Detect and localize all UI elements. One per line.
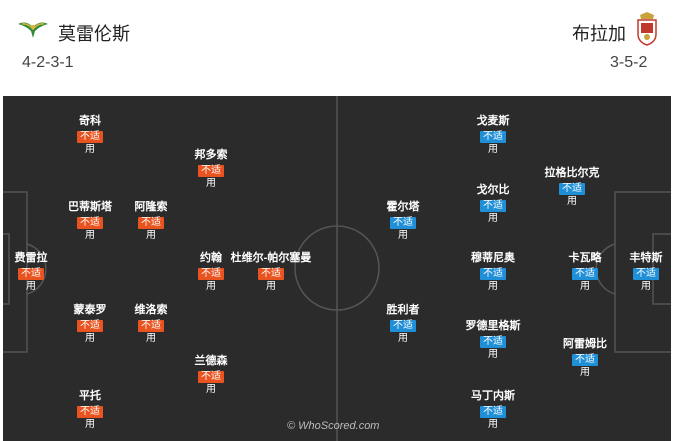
player-away-9[interactable]: 罗德里格斯 不适 用	[443, 321, 543, 360]
player-away-8[interactable]: 胜利者 不适 用	[353, 305, 453, 344]
unavailable-badge: 不适	[198, 371, 224, 383]
player-away-7[interactable]: 丰特斯 不适 用	[596, 253, 671, 292]
player-status: 用	[206, 178, 216, 189]
unavailable-badge: 不适	[572, 268, 598, 280]
player-away-11[interactable]: 马丁内斯 不适 用	[443, 391, 543, 430]
unavailable-badge: 不适	[77, 320, 103, 332]
pitch: 奇科 不适 用 邦多索 不适 用 巴蒂斯塔 不适 用 阿隆索 不适 用 费雷拉 …	[3, 96, 671, 441]
player-name: 费雷拉	[14, 252, 48, 264]
braga-crest-icon	[637, 12, 657, 46]
player-name: 胜利者	[386, 304, 420, 316]
unavailable-badge: 不适	[480, 131, 506, 143]
player-name: 丰特斯	[629, 252, 663, 264]
player-status: 用	[206, 281, 216, 292]
player-status: 用	[398, 333, 408, 344]
unavailable-badge: 不适	[559, 183, 585, 195]
player-status: 用	[641, 281, 651, 292]
unavailable-badge: 不适	[258, 268, 284, 280]
player-name: 兰德森	[194, 355, 228, 367]
player-home-6[interactable]: 约翰 不适 用	[161, 253, 261, 292]
player-name: 杜维尔-帕尔塞曼	[230, 252, 312, 264]
player-name: 拉格比尔克	[544, 167, 600, 179]
unavailable-badge: 不适	[198, 165, 224, 177]
player-status: 用	[85, 144, 95, 155]
unavailable-badge: 不适	[480, 268, 506, 280]
player-name: 阿隆索	[134, 201, 168, 213]
player-away-2[interactable]: 拉格比尔克 不适 用	[522, 168, 622, 207]
unavailable-badge: 不适	[480, 336, 506, 348]
player-home-7[interactable]: 杜维尔-帕尔塞曼 不适 用	[221, 253, 321, 292]
player-status: 用	[85, 419, 95, 430]
player-away-4[interactable]: 戈尔比 不适 用	[443, 185, 543, 224]
player-status: 用	[488, 213, 498, 224]
home-formation: 4-2-3-1	[22, 54, 74, 71]
moreirense-logo-icon	[18, 22, 48, 38]
player-name: 马丁内斯	[471, 390, 515, 402]
unavailable-badge: 不适	[390, 320, 416, 332]
player-home-4[interactable]: 阿隆索 不适 用	[101, 202, 201, 241]
unavailable-badge: 不适	[480, 406, 506, 418]
player-name: 卡瓦略	[568, 252, 602, 264]
unavailable-badge: 不适	[77, 217, 103, 229]
player-name: 阿雷姆比	[563, 338, 607, 350]
player-name: 奇科	[79, 115, 101, 127]
player-away-3[interactable]: 霍尔塔 不适 用	[353, 202, 453, 241]
unavailable-badge: 不适	[77, 406, 103, 418]
away-formation: 3-5-2	[610, 54, 648, 71]
player-home-3[interactable]: 巴蒂斯塔 不适 用	[40, 202, 140, 241]
player-status: 用	[146, 333, 156, 344]
player-home-11[interactable]: 平托 不适 用	[40, 391, 140, 430]
player-status: 用	[85, 333, 95, 344]
player-status: 用	[580, 367, 590, 378]
unavailable-badge: 不适	[633, 268, 659, 280]
home-team-name[interactable]: 莫雷伦斯	[58, 24, 130, 44]
player-status: 用	[580, 281, 590, 292]
player-home-2[interactable]: 邦多索 不适 用	[161, 150, 261, 189]
player-name: 戈尔比	[476, 184, 510, 196]
unavailable-badge: 不适	[390, 217, 416, 229]
player-name: 戈麦斯	[476, 115, 510, 127]
player-name: 蒙泰罗	[73, 304, 107, 316]
player-name: 罗德里格斯	[465, 320, 521, 332]
player-name: 巴蒂斯塔	[68, 201, 112, 213]
player-status: 用	[26, 281, 36, 292]
player-status: 用	[146, 230, 156, 241]
unavailable-badge: 不适	[77, 131, 103, 143]
player-status: 用	[266, 281, 276, 292]
player-name: 霍尔塔	[386, 201, 420, 213]
player-status: 用	[85, 230, 95, 241]
player-status: 用	[206, 384, 216, 395]
player-status: 用	[488, 349, 498, 360]
unavailable-badge: 不适	[572, 354, 598, 366]
player-status: 用	[567, 196, 577, 207]
player-home-1[interactable]: 奇科 不适 用	[40, 116, 140, 155]
player-status: 用	[398, 230, 408, 241]
unavailable-badge: 不适	[138, 217, 164, 229]
player-away-5[interactable]: 穆蒂尼奥 不适 用	[443, 253, 543, 292]
player-name: 穆蒂尼奥	[471, 252, 515, 264]
away-team-name[interactable]: 布拉加	[572, 24, 626, 44]
player-name: 约翰	[200, 252, 222, 264]
player-away-10[interactable]: 阿雷姆比 不适 用	[535, 339, 635, 378]
player-name: 邦多索	[194, 149, 228, 161]
player-home-9[interactable]: 维洛索 不适 用	[101, 305, 201, 344]
player-name: 平托	[79, 390, 101, 402]
player-status: 用	[488, 144, 498, 155]
watermark: © WhoScored.com	[287, 420, 380, 432]
player-home-8[interactable]: 蒙泰罗 不适 用	[40, 305, 140, 344]
player-away-6[interactable]: 卡瓦略 不适 用	[535, 253, 635, 292]
player-home-5[interactable]: 费雷拉 不适 用	[3, 253, 81, 292]
player-name: 维洛索	[134, 304, 168, 316]
unavailable-badge: 不适	[480, 200, 506, 212]
unavailable-badge: 不适	[18, 268, 44, 280]
unavailable-badge: 不适	[138, 320, 164, 332]
unavailable-badge: 不适	[198, 268, 224, 280]
player-status: 用	[488, 419, 498, 430]
match-header: 莫雷伦斯 4-2-3-1 布拉加 3-5-2	[0, 0, 674, 96]
player-status: 用	[488, 281, 498, 292]
player-away-1[interactable]: 戈麦斯 不适 用	[443, 116, 543, 155]
player-home-10[interactable]: 兰德森 不适 用	[161, 356, 261, 395]
